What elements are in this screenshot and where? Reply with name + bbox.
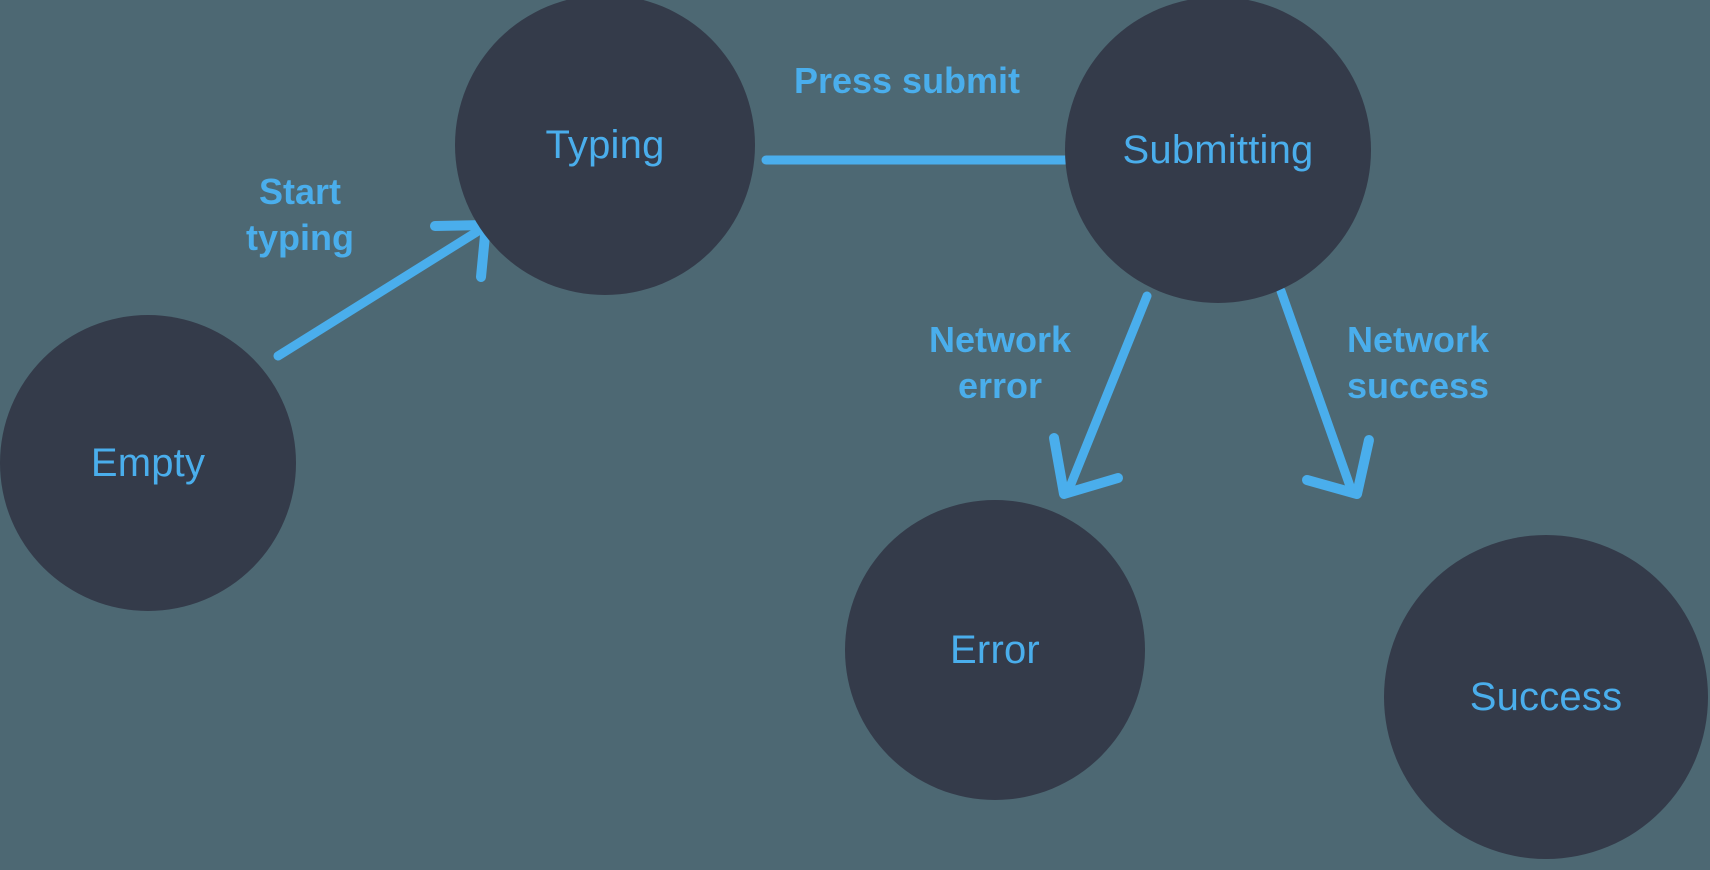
- transition-arrow-network-error: [1049, 291, 1152, 499]
- state-label-empty: Empty: [90, 441, 206, 485]
- state-node-submitting[interactable]: Submitting: [1065, 0, 1371, 303]
- state-label-submitting: Submitting: [1122, 128, 1314, 172]
- state-label-success: Success: [1469, 675, 1623, 719]
- state-node-success[interactable]: Success: [1384, 535, 1708, 859]
- transition-arrow-network-success: [1276, 286, 1374, 499]
- state-node-empty[interactable]: Empty: [0, 315, 296, 611]
- transition-label-start-typing: Start typing: [246, 170, 354, 258]
- state-label-typing: Typing: [545, 123, 665, 167]
- state-node-typing[interactable]: Typing: [455, 0, 755, 295]
- transition-label-press-submit: Press submit: [793, 59, 1021, 101]
- transition-label-network-success: Network success: [1346, 318, 1490, 406]
- state-node-error[interactable]: Error: [845, 500, 1145, 800]
- state-label-error: Error: [950, 628, 1040, 672]
- transition-label-network-error: Network error: [928, 318, 1072, 406]
